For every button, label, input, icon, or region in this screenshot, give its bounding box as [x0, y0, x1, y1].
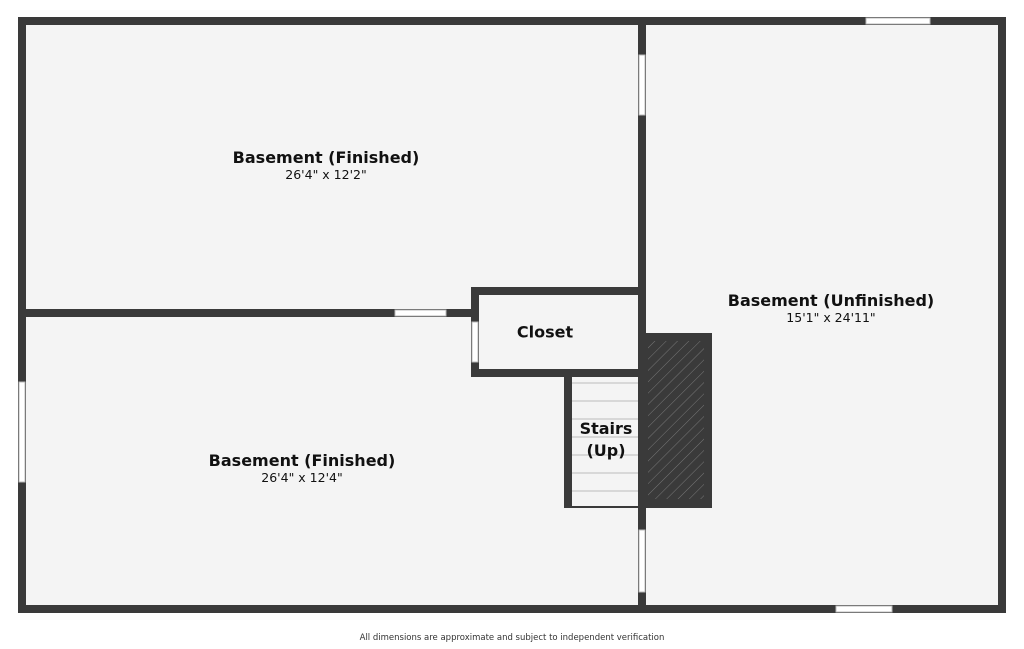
chimney-hatch: [648, 341, 704, 499]
room-dimensions: 26'4" x 12'2": [285, 167, 367, 182]
stairs-direction: (Up): [586, 441, 626, 460]
room-name: Stairs: [579, 419, 633, 438]
room-name: Closet: [516, 322, 574, 342]
wall-right: [998, 17, 1006, 613]
room-label-unfinished: Basement (Unfinished) 15'1" x 24'11": [728, 291, 934, 325]
room-label-closet: Closet: [517, 323, 573, 342]
windows: [18, 17, 931, 613]
room-dimensions: 26'4" x 12'4": [261, 470, 343, 485]
room-name: Basement (Finished): [232, 148, 420, 167]
wall-bottom: [18, 605, 1006, 613]
stairs-treads: [564, 377, 642, 508]
window-top: [865, 17, 931, 25]
wall-center-vertical: [638, 17, 646, 613]
closet-wall-bottom: [471, 369, 646, 377]
window-left: [18, 381, 26, 483]
room-label-finished-upper: Basement (Finished) 26'4" x 12'2": [233, 148, 420, 182]
wall-between-finished: [22, 309, 476, 317]
room-label-stairs: Stairs (Up): [580, 418, 633, 462]
opening-center-upper: [638, 54, 646, 116]
disclaimer: All dimensions are approximate and subje…: [359, 633, 665, 643]
room-name: Basement (Finished): [208, 451, 396, 470]
room-name: Basement (Unfinished): [727, 291, 935, 310]
room-dimensions: 15'1" x 24'11": [786, 310, 876, 325]
opening-finished-divider: [394, 309, 447, 317]
closet-wall-top: [471, 287, 646, 295]
window-bottom: [835, 605, 893, 613]
wall-top: [18, 17, 1006, 25]
opening-closet: [471, 321, 479, 363]
stairs-wall-left: [564, 369, 572, 508]
opening-center-lower: [638, 529, 646, 593]
room-label-finished-lower: Basement (Finished) 26'4" x 12'4": [209, 451, 396, 485]
